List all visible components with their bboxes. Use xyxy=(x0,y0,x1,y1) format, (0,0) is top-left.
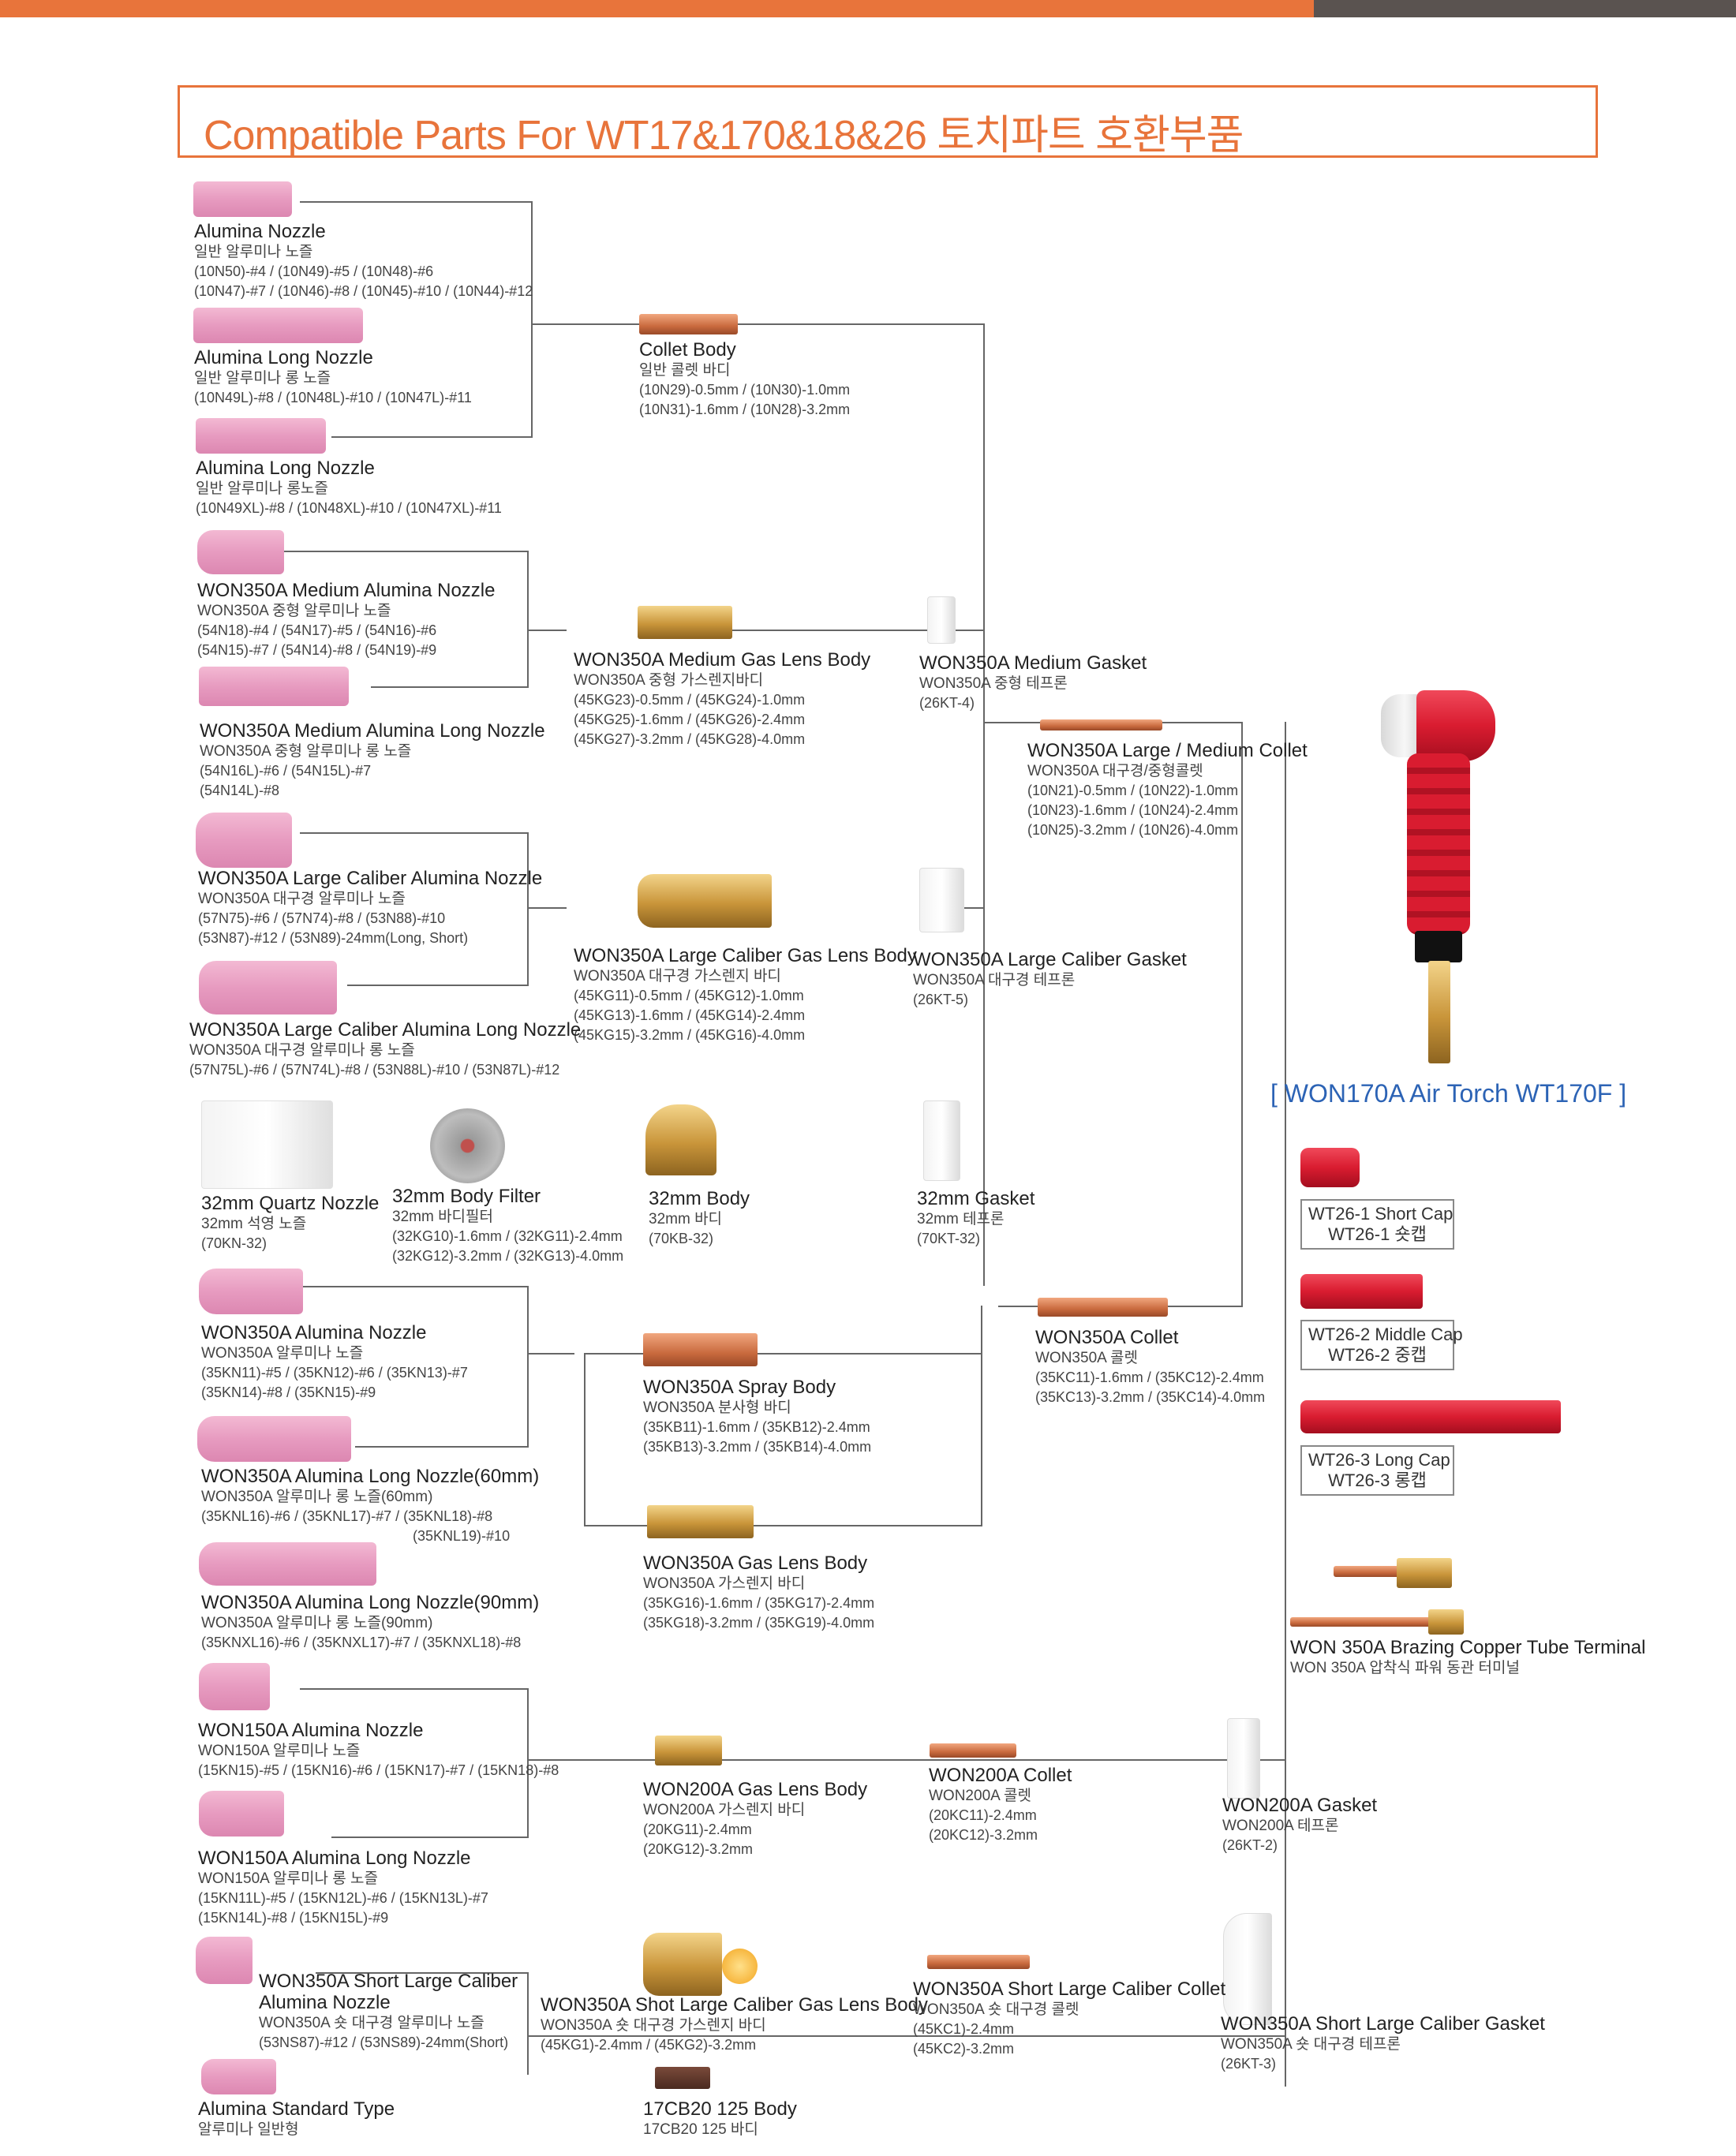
alumina-nozzle-image xyxy=(193,181,292,217)
brazing-terminal-fitting-1 xyxy=(1397,1558,1452,1588)
body-17cb20-125-label: 17CB20 125 Body 17CB20 125 바디 xyxy=(643,2098,797,2138)
brazing-terminal-fitting-2 xyxy=(1428,1609,1464,1635)
middle-cap-image xyxy=(1300,1274,1423,1309)
alumina-long-nozzle-image xyxy=(193,308,363,343)
torch-head xyxy=(1416,690,1495,761)
won350a-short-large-caliber-gasket-label: WON350A Short Large Caliber Gasket WON35… xyxy=(1221,2013,1545,2072)
won350a-alumina-nozzle-label: WON350A Alumina Nozzle WON350A 알루미나 노즐 (… xyxy=(201,1322,468,1400)
long-cap-label: WT26-3 Long Cap xyxy=(1308,1450,1450,1470)
long-cap-image xyxy=(1300,1400,1561,1433)
short-cap-label: WT26-1 Short Cap xyxy=(1308,1204,1454,1224)
alumina-long-nozzle-label: Alumina Long Nozzle 일반 알루미나 롱 노즐 (10N49L… xyxy=(194,347,472,405)
brazing-copper-tube-terminal-label: WON 350A Brazing Copper Tube Terminal WO… xyxy=(1290,1637,1646,1676)
won350a-large-caliber-gasket-image xyxy=(919,868,964,932)
top-dark-bar xyxy=(1314,0,1736,17)
torch-handle xyxy=(1407,753,1470,935)
won200a-gas-lens-body-image xyxy=(655,1736,722,1766)
won350a-shot-large-caliber-gas-lens-body-label: WON350A Shot Large Caliber Gas Lens Body… xyxy=(541,1994,928,2053)
won350a-medium-alumina-nozzle-image xyxy=(197,530,284,574)
won350a-short-large-caliber-collet-image xyxy=(927,1955,1030,1969)
won350a-shot-large-caliber-gas-lens-body-image xyxy=(643,1933,722,1996)
won350a-spray-body-label: WON350A Spray Body WON350A 분사형 바디 (35KB1… xyxy=(643,1377,872,1455)
won150a-alumina-long-nozzle-image xyxy=(199,1791,284,1837)
torch-collar xyxy=(1415,931,1462,962)
won150a-alumina-nozzle-image xyxy=(199,1663,270,1710)
won350a-alumina-long-nozzle-90-image xyxy=(199,1542,376,1586)
won350a-collet-image xyxy=(1038,1298,1168,1317)
body-filter-32-label: 32mm Body Filter 32mm 바디필터 (32KG10)-1.6m… xyxy=(392,1186,624,1264)
short-cap-label-box: WT26-1 Short Cap WT26-1 숏캡 xyxy=(1300,1199,1454,1250)
won350a-medium-gasket-label: WON350A Medium Gasket WON350A 중형 테프론 (26… xyxy=(919,652,1147,711)
middle-cap-label-box: WT26-2 Middle Cap WT26-2 중캡 xyxy=(1300,1320,1463,1370)
gasket-32-image xyxy=(923,1100,960,1181)
page-title: Compatible Parts For WT17&170&18&26 토치파트… xyxy=(204,113,1244,159)
won350a-medium-alumina-long-nozzle-label: WON350A Medium Alumina Long Nozzle WON35… xyxy=(200,720,545,798)
middle-cap-kor: WT26-2 중캡 xyxy=(1328,1345,1427,1365)
won350a-large-medium-collet-label: WON350A Large / Medium Collet WON350A 대구… xyxy=(1027,740,1308,838)
body-filter-32-image xyxy=(430,1108,505,1183)
won350a-gas-lens-body-label: WON350A Gas Lens Body WON350A 가스렌지 바디 (3… xyxy=(643,1553,875,1631)
won350a-short-large-caliber-gasket-image xyxy=(1223,1913,1272,2025)
won350a-alumina-long-nozzle-90-label: WON350A Alumina Long Nozzle(90mm) WON350… xyxy=(201,1592,540,1650)
long-cap-label-box: WT26-3 Long Cap WT26-3 롱캡 xyxy=(1300,1445,1454,1496)
gasket-32-label: 32mm Gasket 32mm 테프론 (70KT-32) xyxy=(917,1188,1035,1246)
won350a-short-large-caliber-alumina-nozzle-label: WON350A Short Large Caliber Alumina Nozz… xyxy=(259,1971,518,2050)
quartz-nozzle-32-label: 32mm Quartz Nozzle 32mm 석영 노즐 (70KN-32) xyxy=(201,1193,380,1251)
won350a-large-caliber-gas-lens-body-image xyxy=(638,874,772,928)
won350a-large-caliber-alumina-long-nozzle-image xyxy=(199,961,337,1014)
won350a-large-caliber-alumina-long-nozzle-label: WON350A Large Caliber Alumina Long Nozzl… xyxy=(189,1019,582,1078)
torch-fitting xyxy=(1428,961,1450,1063)
top-accent-bar xyxy=(0,0,1314,17)
body-32-image xyxy=(645,1104,716,1175)
torch-label: [ WON170A Air Torch WT170F ] xyxy=(1270,1079,1627,1108)
won200a-collet-label: WON200A Collet WON200A 콜렛 (20KC11)-2.4mm… xyxy=(929,1765,1072,1843)
collet-body-label: Collet Body 일반 콜렛 바디 (10N29)-0.5mm / (10… xyxy=(639,339,851,417)
won350a-medium-gas-lens-body-image xyxy=(638,606,732,639)
won200a-gas-lens-body-label: WON200A Gas Lens Body WON200A 가스렌지 바디 (2… xyxy=(643,1779,868,1857)
won200a-gasket-image xyxy=(1227,1718,1260,1799)
won350a-collet-label: WON350A Collet WON350A 콜렛 (35KC11)-1.6mm… xyxy=(1035,1327,1266,1405)
won350a-large-caliber-alumina-nozzle-image xyxy=(196,813,292,868)
brazing-terminal-image-1 xyxy=(1334,1566,1412,1577)
long-cap-kor: WT26-3 롱캡 xyxy=(1328,1470,1427,1490)
won350a-medium-gasket-image xyxy=(927,596,956,644)
won350a-alumina-nozzle-image xyxy=(199,1269,303,1314)
won350a-large-caliber-alumina-nozzle-label: WON350A Large Caliber Alumina Nozzle WON… xyxy=(198,868,543,946)
won350a-medium-alumina-nozzle-label: WON350A Medium Alumina Nozzle WON350A 중형… xyxy=(197,580,496,658)
alumina-nozzle-label: Alumina Nozzle 일반 알루미나 노즐 (10N50)-#4 / (… xyxy=(194,221,533,299)
yellow-insert-image xyxy=(722,1949,758,1984)
won350a-large-medium-collet-image xyxy=(1040,719,1162,730)
won350a-alumina-long-nozzle-60-label: WON350A Alumina Long Nozzle(60mm) WON350… xyxy=(201,1466,540,1544)
won200a-gasket-label: WON200A Gasket WON200A 테프론 (26KT-2) xyxy=(1222,1795,1378,1853)
short-cap-kor: WT26-1 숏캡 xyxy=(1328,1224,1427,1244)
quartz-nozzle-32-image xyxy=(201,1100,333,1189)
won150a-alumina-long-nozzle-label: WON150A Alumina Long Nozzle WON150A 알루미나… xyxy=(198,1848,488,1926)
won200a-collet-image xyxy=(930,1743,1016,1758)
won350a-gas-lens-body-image xyxy=(647,1505,754,1538)
collet-body-image xyxy=(639,314,738,334)
won350a-large-caliber-gasket-label: WON350A Large Caliber Gasket WON350A 대구경… xyxy=(913,949,1187,1007)
alumina-long-nozzle-xl-image xyxy=(196,418,326,454)
won350a-spray-body-image xyxy=(643,1333,758,1366)
won350a-medium-gas-lens-body-label: WON350A Medium Gas Lens Body WON350A 중형 … xyxy=(574,649,871,747)
title-box: Compatible Parts For WT17&170&18&26 토치파트… xyxy=(178,85,1598,159)
won350a-alumina-long-nozzle-60-image xyxy=(197,1416,351,1462)
won350a-large-caliber-gas-lens-body-label: WON350A Large Caliber Gas Lens Body WON3… xyxy=(574,945,917,1043)
middle-cap-label: WT26-2 Middle Cap xyxy=(1308,1325,1463,1344)
brazing-terminal-image-2 xyxy=(1290,1617,1448,1627)
won350a-short-large-caliber-alumina-nozzle-image xyxy=(196,1937,253,1984)
alumina-long-nozzle-xl-label: Alumina Long Nozzle 일반 알루미나 롱노즐 (10N49XL… xyxy=(196,458,502,516)
short-cap-image xyxy=(1300,1148,1360,1187)
won150a-alumina-nozzle-label: WON150A Alumina Nozzle WON150A 알루미나 노즐 (… xyxy=(198,1720,559,1778)
body-17cb20-125-image xyxy=(655,2067,710,2089)
alumina-standard-type-label: Alumina Standard Type 알루미나 일반형 xyxy=(198,2098,395,2138)
body-32-label: 32mm Body 32mm 바디 (70KB-32) xyxy=(649,1188,750,1246)
won350a-medium-alumina-long-nozzle-image xyxy=(199,667,349,706)
alumina-standard-type-image xyxy=(201,2059,276,2094)
won350a-short-large-caliber-collet-label: WON350A Short Large Caliber Collet WON35… xyxy=(913,1979,1226,2057)
